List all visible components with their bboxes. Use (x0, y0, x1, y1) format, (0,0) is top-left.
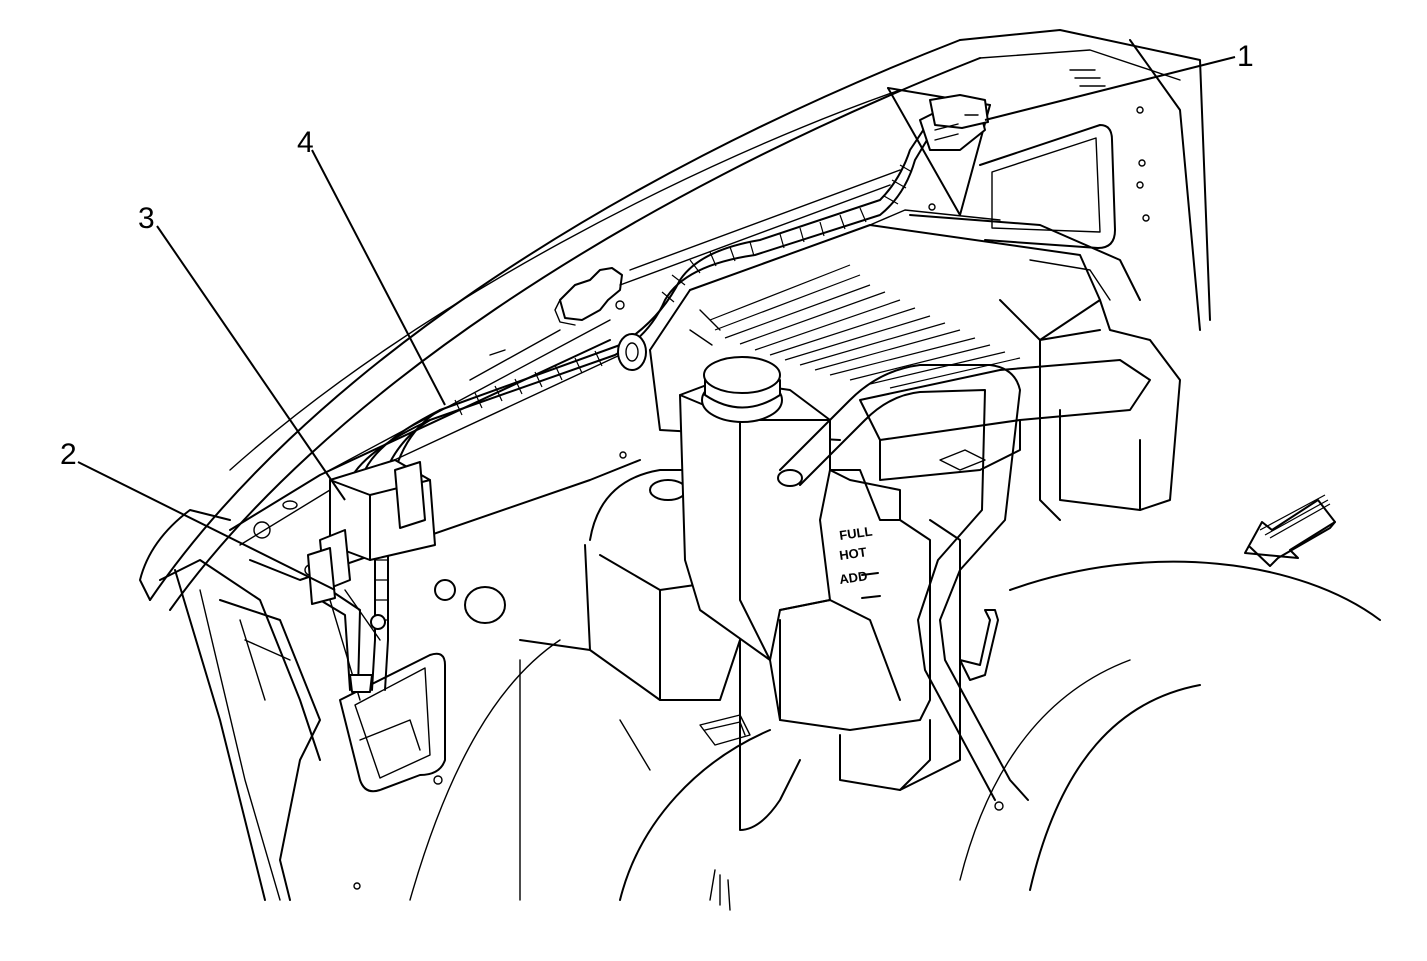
marking-hot: HOT (838, 544, 867, 563)
left-fender-structure (139, 500, 361, 901)
callout-4: 4 (297, 126, 314, 159)
leader-2 (77, 461, 336, 591)
fender-outline (149, 29, 1211, 611)
reservoir-level-markings: FULL HOT ADD (838, 523, 873, 586)
callout-2: 2 (60, 438, 77, 471)
front-direction-arrow-icon (1244, 494, 1336, 567)
sensor-connector (887, 87, 991, 216)
relay-connector (307, 459, 436, 630)
module-fins (689, 264, 1021, 389)
callout-3: 3 (138, 202, 155, 235)
leader-1 (984, 56, 1236, 121)
right-inner-panel (979, 106, 1150, 249)
leader-4 (311, 149, 446, 406)
lower-bracket (329, 579, 506, 793)
marking-add: ADD (838, 568, 868, 587)
cowl-ledge (229, 169, 936, 581)
leader-3 (156, 225, 346, 501)
lower-tank (519, 469, 801, 911)
callout-1: 1 (1237, 40, 1254, 73)
wheel-well (409, 560, 1381, 901)
overflow-hose (777, 364, 1029, 811)
marking-full: FULL (838, 523, 873, 542)
coolant-reservoir: FULL HOT ADD (679, 356, 961, 791)
leader-lines (77, 56, 1236, 591)
